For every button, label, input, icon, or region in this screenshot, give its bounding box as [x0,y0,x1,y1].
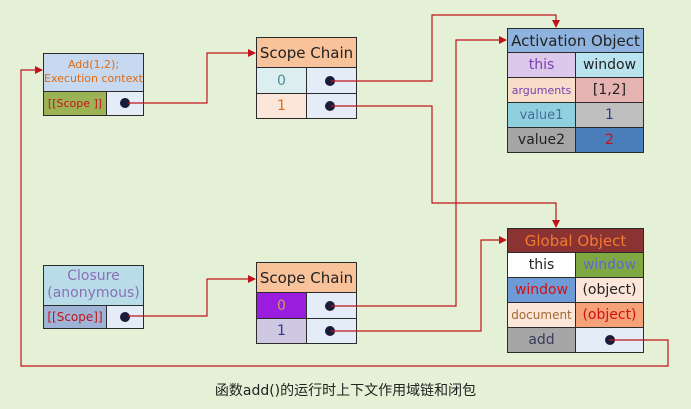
global-value-document: (object) [575,302,644,328]
closure-box: Closure (anonymous) [[Scope]] [43,265,144,329]
scope-chain-bottom-header: Scope Chain [256,262,357,293]
scope-chain-top-index-1: 1 [256,93,307,119]
arrow-closure-to-scope-chain [128,275,256,317]
key-label: this [528,57,555,73]
value-label: 1 [605,107,614,123]
closure-scope-pointer [106,305,144,329]
scope-chain-top-title: Scope Chain [259,43,354,62]
execution-context-title-line1: Add(1,2); [67,58,120,71]
pointer-dot [325,301,335,311]
activation-value-this: window [575,52,644,78]
activation-value-arguments: [1,2] [575,77,644,103]
arrow-add-to-closure [20,66,669,367]
global-key-add: add [507,327,576,353]
arrow-exec-to-scope-chain [128,49,256,104]
index-label: 0 [277,297,286,314]
scope-chain-top-index-0: 0 [256,67,307,94]
closure-title-line1: Closure [67,268,120,284]
global-key-window: window [507,277,576,303]
pointer-dot [120,312,130,322]
scope-chain-bottom-title: Scope Chain [259,268,354,287]
closure-scope-text: [[Scope]] [47,310,103,324]
execution-context-title-line2: Execution context [44,72,143,85]
pointer-dot [120,98,130,108]
key-label: document [511,308,572,322]
activation-value-value1: 1 [575,102,644,128]
value-label: [1,2] [592,82,627,98]
global-object-title: Global Object [524,231,627,250]
key-label: window [514,282,569,298]
arrow-bottom-1-to-global [331,236,507,332]
pointer-dot [325,326,335,336]
closure-title-line2: (anonymous) [47,285,140,301]
key-label: value1 [519,107,564,123]
index-label: 0 [277,72,286,89]
key-label: add [528,332,555,348]
execution-context-box: Add(1,2); Execution context [[Scope ]] [43,53,144,116]
activation-object-title: Activation Object [511,31,640,50]
activation-key-this: this [507,52,576,78]
closure-scope-label: [[Scope]] [43,305,107,329]
key-label: arguments [511,83,572,97]
diagram-caption: 函数add()的运行时上下文作用域链和闭包 [214,383,477,399]
activation-key-arguments: arguments [507,77,576,103]
value-label: (object) [582,282,637,298]
activation-value-value2: 2 [575,127,644,153]
value-label: window [582,257,637,273]
arrow-top-1-to-global [331,105,560,228]
closure-title: Closure (anonymous) [44,268,143,302]
pointer-dot [325,101,335,111]
execution-context-scope-text: [[Scope ]] [47,97,103,110]
key-label: value2 [517,132,566,148]
value-label: window [582,57,637,73]
arrow-top-0-to-activation [331,14,560,82]
pointer-dot [325,76,335,86]
value-label: (object) [582,307,637,323]
execution-context-title: Add(1,2); Execution context [44,58,143,86]
index-label: 1 [277,98,286,114]
activation-key-value2: value2 [507,127,576,153]
index-label: 1 [277,323,286,339]
scope-chain-bottom-index-1: 1 [256,318,307,344]
scope-chain-top-header: Scope Chain [256,37,357,68]
global-object-header: Global Object [507,228,644,253]
arrow-bottom-0-to-activation [331,36,507,307]
key-label: this [528,257,555,273]
value-label: 2 [605,132,614,148]
